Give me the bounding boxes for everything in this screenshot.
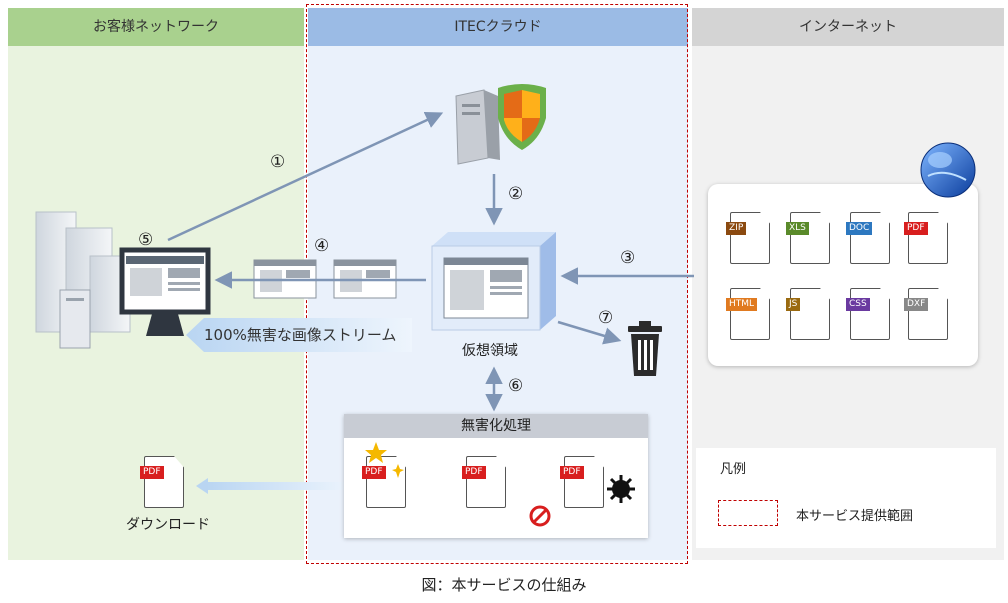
image-stream-label: 100%無害な画像ストリーム [186, 318, 412, 352]
pdf-infected-icon: PDF [560, 456, 608, 510]
file-icon-dxf: DXF [904, 288, 952, 342]
step-number-3: ③ [620, 248, 636, 268]
step-number-2: ② [508, 184, 524, 204]
secure-server-icon [455, 84, 546, 165]
file-icon-js: JS [786, 288, 834, 342]
step-number-5: ⑤ [138, 230, 154, 250]
file-icon-pdf: PDF [904, 212, 952, 266]
legend-scope-label: 本サービス提供範囲 [796, 509, 914, 524]
customer-monitor-icon [119, 247, 211, 336]
sparkle-icon [365, 442, 404, 478]
file-icon-zip: ZIP [726, 212, 774, 266]
file-icon-xls: XLS [786, 212, 834, 266]
pdf-processing-icon: PDF [462, 456, 510, 510]
arrow-step1 [167, 111, 444, 242]
mutize-process-title: 無害化処理 [344, 414, 648, 438]
step-number-7: ⑦ [598, 308, 614, 328]
legend-box [696, 448, 996, 548]
arrow-step7 [557, 320, 622, 345]
download-arrow-bar [206, 482, 356, 490]
figure-caption: 図：本サービスの仕組み [421, 576, 587, 594]
step-number-4: ④ [314, 236, 330, 256]
malware-bug-icon [607, 475, 635, 503]
pc-tower-icon [59, 289, 91, 349]
customer-network-header: お客様ネットワーク [8, 8, 304, 46]
blocked-icon [529, 505, 551, 527]
step-number-1: ① [270, 152, 286, 172]
file-icon-doc: DOC [846, 212, 894, 266]
file-icon-css: CSS [846, 288, 894, 342]
globe-icon [920, 142, 976, 198]
download-arrow-head [196, 478, 208, 494]
internet-header: インターネット [692, 8, 1004, 46]
itec-cloud-header: ITECクラウド [308, 8, 688, 46]
virtual-area-label: 仮想領域 [462, 343, 518, 359]
legend-scope-swatch [718, 500, 778, 526]
file-icon-html: HTML [726, 288, 774, 342]
trash-can-icon [628, 321, 662, 376]
pdf-clean-icon: PDF [362, 456, 410, 510]
pdf-download-icon: PDF [140, 456, 188, 510]
step-number-6: ⑥ [508, 376, 524, 396]
download-label: ダウンロード [126, 517, 210, 533]
legend-title: 凡例 [720, 462, 747, 477]
virtual-area-icon [431, 232, 556, 331]
